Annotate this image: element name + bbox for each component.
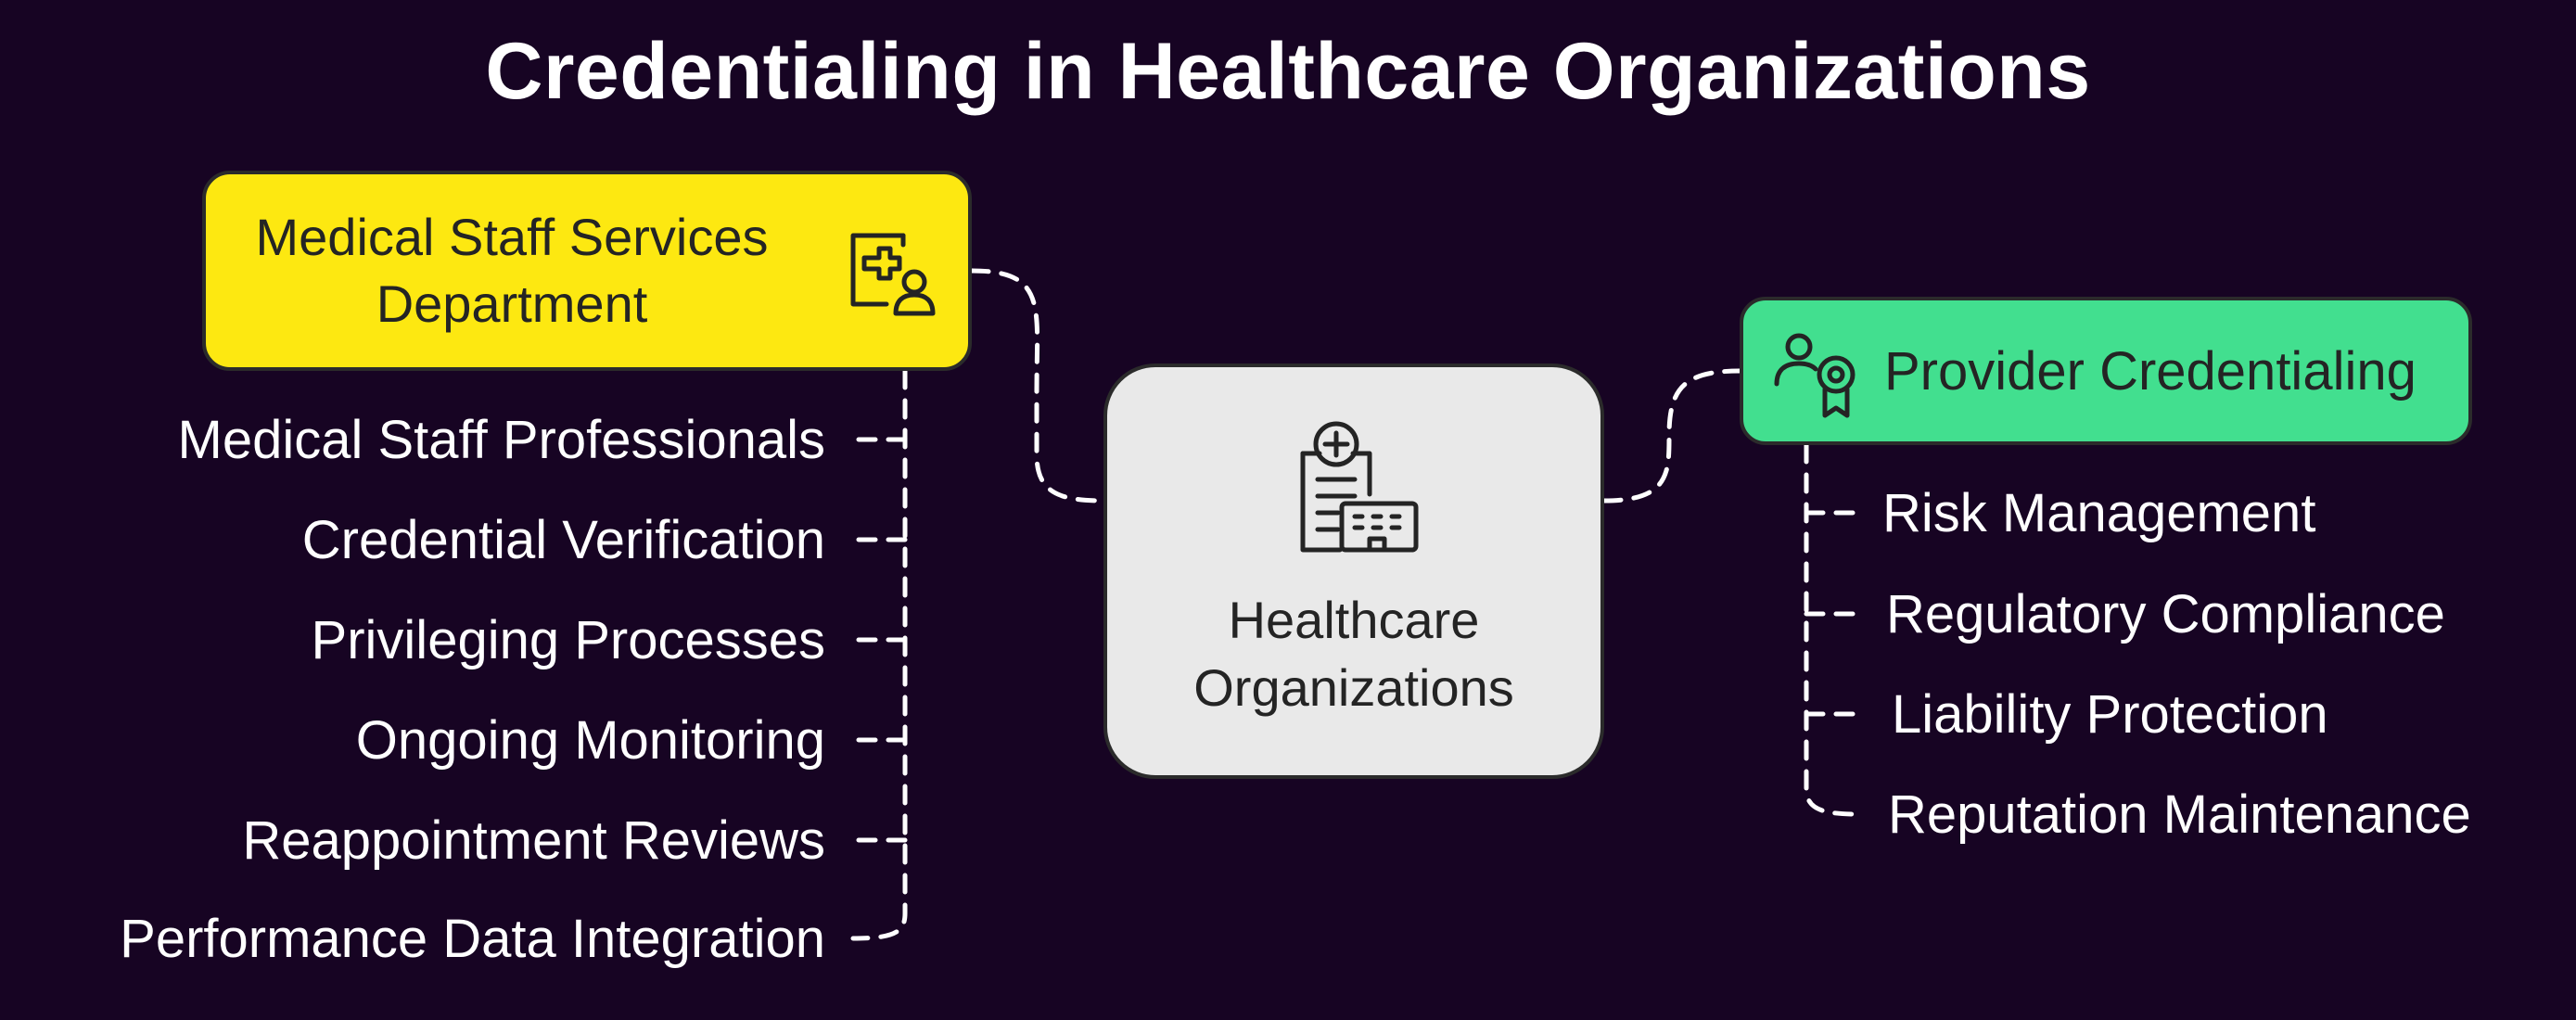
provider-credentialing-node: Provider Credentialing bbox=[1740, 297, 2472, 445]
connector-left-to-center bbox=[969, 268, 1106, 504]
list-item: Performance Data Integration bbox=[120, 909, 825, 969]
person-award-icon bbox=[1771, 328, 1864, 421]
medical-staff-services-label: Medical Staff Services Department bbox=[255, 208, 769, 333]
list-item: Risk Management bbox=[1882, 483, 2316, 543]
list-item: Medical Staff Professionals bbox=[177, 410, 826, 470]
list-item: Regulatory Compliance bbox=[1886, 584, 2445, 644]
left-spine bbox=[850, 368, 908, 941]
list-item: Privileging Processes bbox=[311, 610, 825, 670]
healthcare-organizations-label: Healthcare Organizations bbox=[1193, 591, 1514, 717]
medical-staff-icon bbox=[846, 228, 938, 321]
right-spine bbox=[1804, 442, 1859, 817]
list-item: Credential Verification bbox=[301, 510, 825, 570]
connector-center-to-right bbox=[1601, 368, 1742, 504]
provider-credentialing-label: Provider Credentialing bbox=[1884, 340, 2417, 402]
list-item: Ongoing Monitoring bbox=[355, 710, 825, 771]
list-item: Reappointment Reviews bbox=[242, 810, 825, 871]
page-title: Credentialing in Healthcare Organization… bbox=[485, 27, 2091, 116]
hospital-document-icon bbox=[1284, 420, 1423, 559]
list-item: Reputation Maintenance bbox=[1888, 784, 2471, 845]
list-item: Liability Protection bbox=[1892, 684, 2328, 745]
healthcare-organizations-node: Healthcare Organizations bbox=[1103, 363, 1604, 779]
medical-staff-services-node: Medical Staff Services Department bbox=[202, 171, 972, 371]
